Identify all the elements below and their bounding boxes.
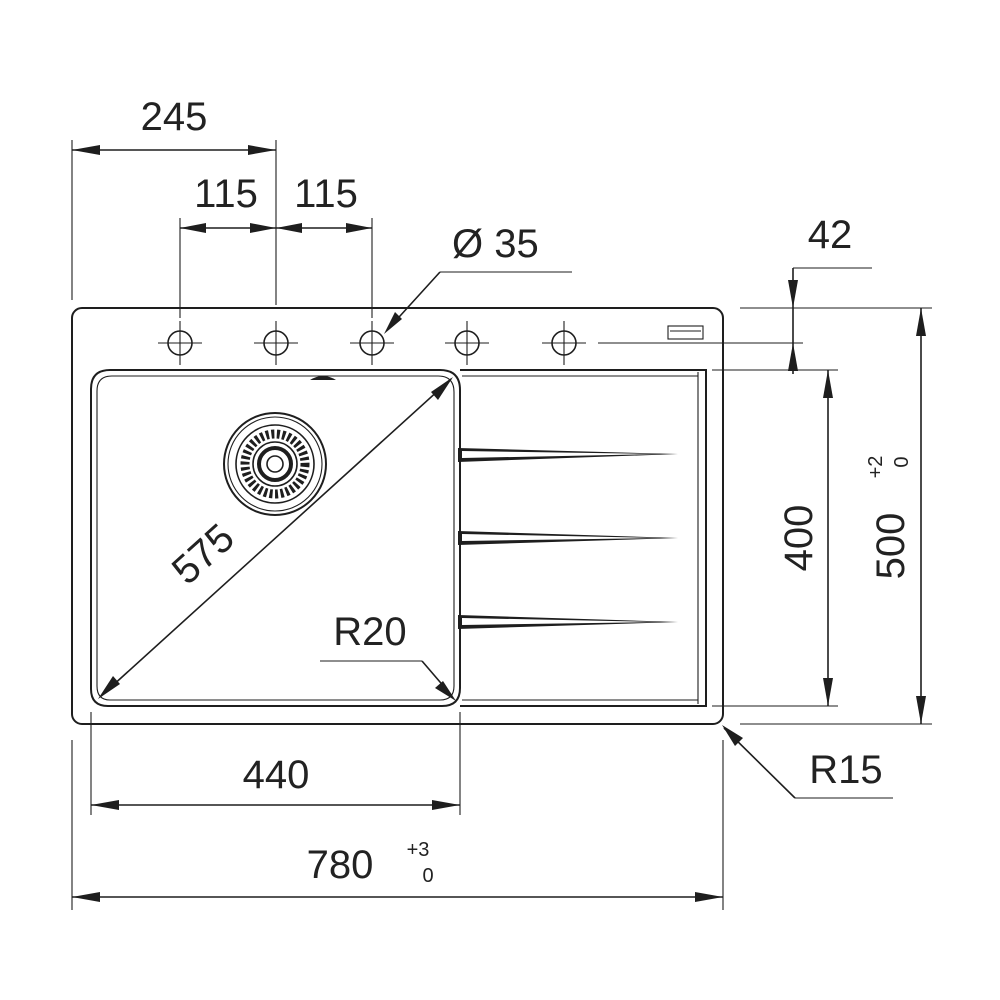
dim-500-tol-plus: +2 bbox=[865, 456, 887, 479]
dim-400-label: 400 bbox=[777, 505, 821, 572]
dim-r15-label: R15 bbox=[809, 748, 882, 792]
dimension-r20: R20 bbox=[320, 610, 456, 701]
dim-245-label: 245 bbox=[141, 95, 208, 139]
dimension-hole-diameter: Ø 35 bbox=[384, 222, 572, 334]
drainer-outline bbox=[460, 369, 707, 707]
drainer-rib-highlight bbox=[462, 618, 660, 625]
drain-strainer-icon bbox=[223, 412, 327, 516]
dim-r20-label: R20 bbox=[333, 610, 406, 654]
dim-500-tol-minus: 0 bbox=[891, 456, 913, 467]
dim-115-right-label: 115 bbox=[294, 172, 358, 216]
dim-780-tol-minus: 0 bbox=[422, 865, 433, 887]
tap-hole-icon bbox=[254, 321, 298, 365]
dimension-440: 440 bbox=[90, 712, 461, 815]
dimension-500: 500 +2 0 bbox=[740, 307, 932, 725]
bowl-inner-rim bbox=[96, 375, 455, 701]
dimension-780: 780 +3 0 bbox=[71, 740, 724, 910]
dimension-400: 400 bbox=[712, 369, 838, 707]
drainer-rib-highlight bbox=[462, 451, 660, 458]
dimension-115-pair: 115 115 bbox=[179, 172, 373, 318]
dimension-42: 42 bbox=[598, 213, 872, 374]
tap-hole-icon bbox=[158, 321, 202, 365]
dim-780-tol-plus: +3 bbox=[407, 839, 430, 861]
dim-115-left-label: 115 bbox=[194, 172, 258, 216]
dim-575-label: 575 bbox=[164, 516, 243, 593]
overflow-slot bbox=[310, 376, 336, 380]
dim-42-label: 42 bbox=[808, 213, 853, 257]
dimension-245: 245 bbox=[71, 95, 277, 305]
tap-hole-icon bbox=[542, 321, 586, 365]
tap-holes bbox=[158, 321, 586, 365]
dim-780-label: 780 bbox=[307, 843, 374, 887]
drainer-ribs bbox=[458, 448, 678, 629]
sink-outer-outline bbox=[71, 307, 724, 725]
dim-440-label: 440 bbox=[243, 753, 310, 797]
drainer-rib-highlight bbox=[462, 534, 660, 541]
bowl-outline bbox=[90, 369, 461, 707]
tap-hole-icon bbox=[350, 321, 394, 365]
dimension-r15: R15 bbox=[722, 725, 893, 799]
corner-badge bbox=[667, 325, 704, 340]
dim-500-label: 500 bbox=[869, 513, 913, 580]
dim-hole-diameter-label: Ø 35 bbox=[452, 222, 539, 266]
tap-hole-icon bbox=[445, 321, 489, 365]
